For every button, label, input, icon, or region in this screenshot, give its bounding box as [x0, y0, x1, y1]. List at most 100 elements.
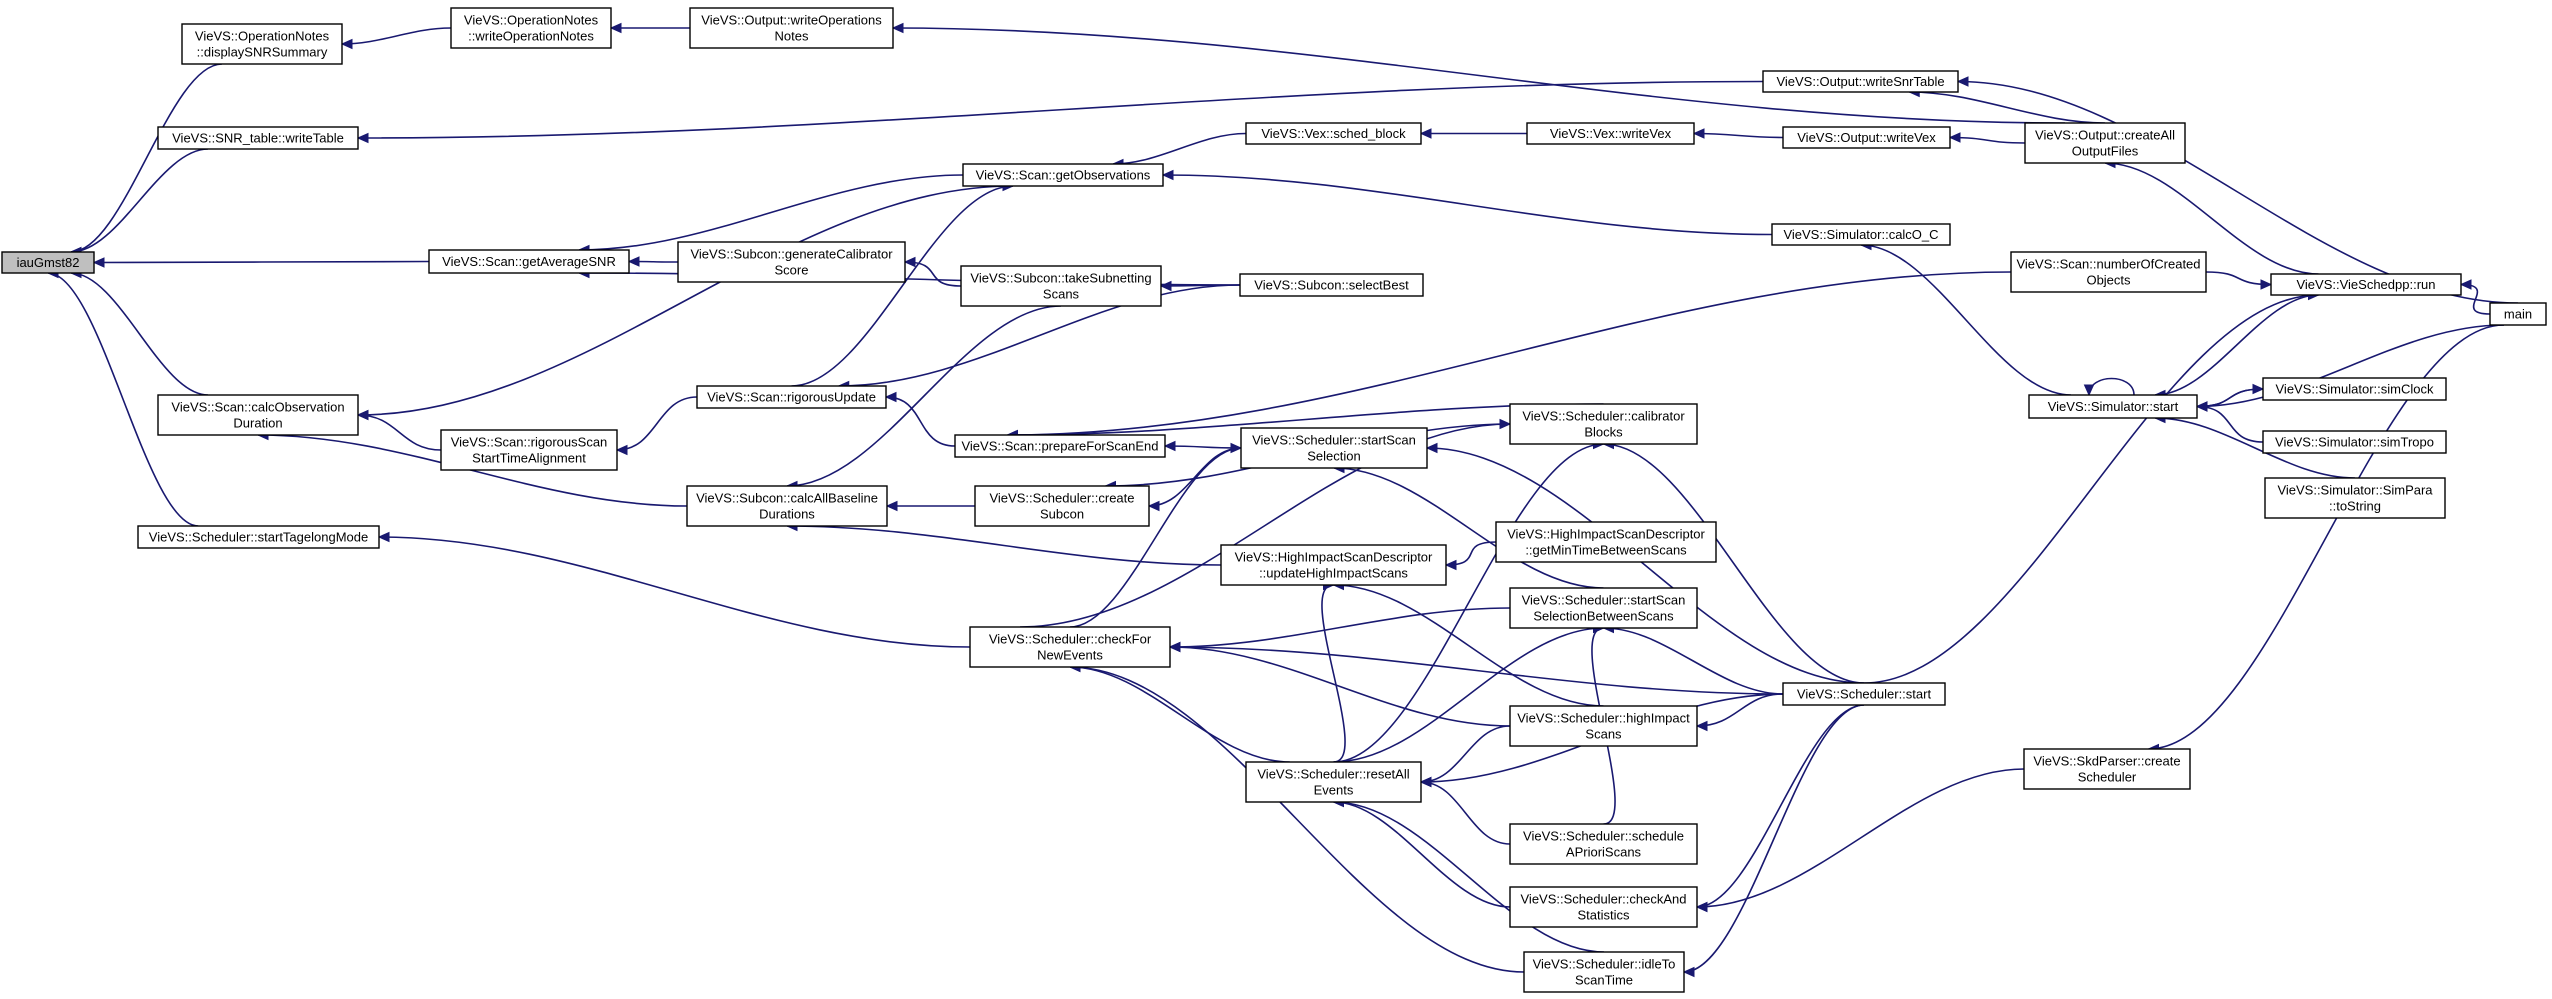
node-box[interactable]	[2023, 748, 2191, 790]
call-edge	[378, 536, 971, 648]
node-box[interactable]	[2262, 430, 2447, 454]
node-snrWriteTable[interactable]: VieVS::SNR_table::writeTable	[157, 126, 359, 150]
call-edge	[1112, 132, 1247, 165]
node-scanGetObservations[interactable]: VieVS::Scan::getObservations	[962, 163, 1164, 187]
node-label: VieVS::Scheduler::idleTo	[1533, 957, 1676, 972]
node-box[interactable]	[677, 241, 906, 283]
node-outWriteSnrTable[interactable]: VieVS::Output::writeSnrTable	[1762, 70, 1959, 93]
node-schedStart[interactable]: VieVS::Scheduler::start	[1782, 682, 1946, 706]
node-box[interactable]	[2010, 251, 2207, 293]
node-label: ::getMinTimeBetweenScans	[1525, 543, 1687, 558]
node-vexWriteVex[interactable]: VieVS::Vex::writeVex	[1526, 122, 1695, 145]
node-box[interactable]	[1239, 273, 1424, 297]
node-iauGmst82[interactable]: iauGmst82	[1, 251, 95, 274]
node-box[interactable]	[1509, 886, 1698, 928]
node-box[interactable]	[689, 7, 894, 49]
node-schedStartTagelongMode[interactable]: VieVS::Scheduler::startTagelongMode	[137, 525, 380, 549]
node-box[interactable]	[1220, 544, 1447, 586]
node-box[interactable]	[2270, 273, 2462, 296]
call-edge	[1169, 646, 1784, 695]
node-label: VieVS::Subcon::generateCalibrator	[690, 247, 893, 262]
node-box[interactable]	[440, 429, 618, 471]
node-box[interactable]	[157, 126, 359, 150]
node-scanRigorousScanStartTimeAlignment[interactable]: VieVS::Scan::rigorousScanStartTimeAlignm…	[440, 429, 618, 471]
call-edge	[1949, 136, 2026, 144]
node-box[interactable]	[2489, 302, 2547, 326]
node-box[interactable]	[1509, 587, 1698, 629]
node-vieSchedppRun[interactable]: VieVS::VieSchedpp::run	[2270, 273, 2462, 296]
node-box[interactable]	[2028, 394, 2198, 419]
node-scanRigorousUpdate[interactable]: VieVS::Scan::rigorousUpdate	[696, 385, 887, 409]
node-box[interactable]	[428, 249, 630, 274]
node-box[interactable]	[974, 485, 1150, 527]
node-label: VieVS::Scan::rigorousUpdate	[707, 390, 876, 405]
node-box[interactable]	[696, 385, 887, 409]
node-box[interactable]	[1523, 951, 1685, 993]
node-box[interactable]	[2024, 122, 2186, 164]
edge-arrowhead	[884, 391, 897, 403]
node-subconSelectBest[interactable]: VieVS::Subcon::selectBest	[1239, 273, 1424, 297]
node-simClock[interactable]: VieVS::Simulator::simClock	[2262, 377, 2447, 401]
node-simParaToString[interactable]: VieVS::Simulator::SimPara::toString	[2264, 477, 2446, 519]
node-box[interactable]	[954, 434, 1166, 458]
node-label: VieVS::Scheduler::start	[1797, 687, 1932, 702]
node-box[interactable]	[962, 163, 1164, 187]
node-box[interactable]	[1509, 403, 1698, 445]
node-hiUpdateHighImpactScans[interactable]: VieVS::HighImpactScanDescriptor::updateH…	[1220, 544, 1447, 586]
node-box[interactable]	[1240, 427, 1428, 469]
node-box[interactable]	[1245, 122, 1422, 145]
call-edge	[341, 27, 452, 45]
node-box[interactable]	[1509, 823, 1698, 865]
node-outWriteVex[interactable]: VieVS::Output::writeVex	[1782, 126, 1951, 149]
node-box[interactable]	[2262, 377, 2447, 401]
call-edge	[1321, 584, 1346, 763]
node-displaySNRSummary[interactable]: VieVS::OperationNotes::displaySNRSummary	[181, 23, 343, 65]
node-simStart[interactable]: VieVS::Simulator::start	[2028, 394, 2198, 419]
node-box[interactable]	[1762, 70, 1959, 93]
node-main[interactable]: main	[2489, 302, 2547, 326]
node-box[interactable]	[450, 7, 612, 49]
node-hiGetMinTimeBetweenScans[interactable]: VieVS::HighImpactScanDescriptor::getMinT…	[1495, 521, 1717, 563]
node-vexSchedBlock[interactable]: VieVS::Vex::sched_block	[1245, 122, 1422, 145]
node-box[interactable]	[1, 251, 95, 274]
node-box[interactable]	[1782, 126, 1951, 149]
node-box[interactable]	[1495, 521, 1717, 563]
node-schedStartScanSelectionBetweenScans[interactable]: VieVS::Scheduler::startScanSelectionBetw…	[1509, 587, 1698, 629]
node-box[interactable]	[1782, 682, 1946, 706]
call-edge	[1333, 584, 1604, 707]
node-scanGetAverageSNR[interactable]: VieVS::Scan::getAverageSNR	[428, 249, 630, 274]
node-scanPrepareForScanEnd[interactable]: VieVS::Scan::prepareForScanEnd	[954, 434, 1166, 458]
node-box[interactable]	[2264, 477, 2446, 519]
node-box[interactable]	[1245, 761, 1422, 803]
node-simTropo[interactable]: VieVS::Simulator::simTropo	[2262, 430, 2447, 454]
node-box[interactable]	[1509, 705, 1698, 747]
node-box[interactable]	[1771, 223, 1951, 246]
node-writeOperationNotes[interactable]: VieVS::OperationNotes::writeOperationNot…	[450, 7, 612, 49]
node-box[interactable]	[181, 23, 343, 65]
node-box[interactable]	[157, 394, 359, 436]
node-box[interactable]	[969, 626, 1171, 668]
node-simCalcOC[interactable]: VieVS::Simulator::calcO_C	[1771, 223, 1951, 246]
node-box[interactable]	[960, 265, 1162, 307]
node-box[interactable]	[137, 525, 380, 549]
edge-arrowhead	[1499, 418, 1512, 430]
node-box[interactable]	[1526, 122, 1695, 145]
node-box[interactable]	[686, 485, 888, 527]
